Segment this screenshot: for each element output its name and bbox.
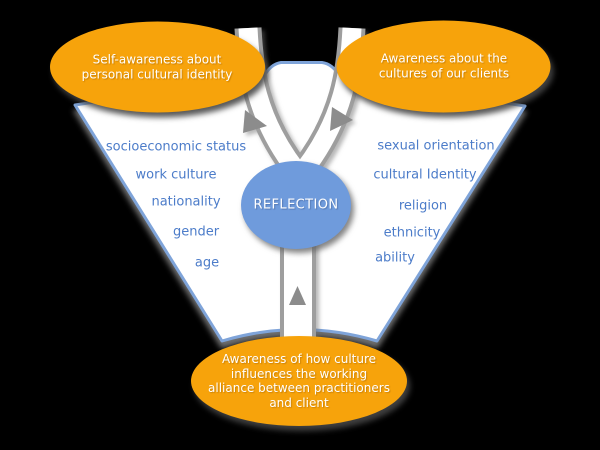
arrow-right-channel-icon xyxy=(330,107,353,131)
channel-right-inner xyxy=(296,27,362,176)
arrow-left-channel-icon xyxy=(243,110,267,133)
reflection-node xyxy=(241,161,351,249)
orange-node-layer xyxy=(50,20,551,426)
top-right-node xyxy=(336,20,551,113)
bottom-node xyxy=(191,336,407,426)
top-left-node xyxy=(50,21,265,113)
center-node-layer xyxy=(241,161,351,249)
channel-left-inner xyxy=(238,27,304,176)
arrow-bottom-channel-icon xyxy=(289,286,306,305)
